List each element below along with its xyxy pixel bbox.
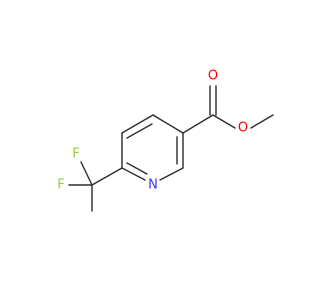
bond-c3-c4: [152, 114, 184, 134]
bonds: [68, 85, 274, 212]
bond-c2-c3: [121, 114, 154, 134]
atom-f-left: F: [57, 178, 64, 193]
bond-c1-cf2: [91, 167, 123, 186]
bond-carbonyl-c-ester-o: [212, 114, 236, 129]
bond-c2-c3-inner: [126, 123, 153, 139]
bond-cf2-f-upper: [80, 161, 93, 186]
atom-o-ester: O: [238, 121, 248, 136]
molecule-drawing: N O O F F: [57, 69, 274, 212]
atom-f-upper: F: [72, 147, 79, 162]
bond-n-c1-inner: [126, 162, 148, 175]
bond-ester-o-methyl: [250, 114, 274, 129]
atom-n: N: [148, 178, 158, 193]
bond-c4-carbonyl-c: [182, 114, 214, 134]
bond-c5-n: [159, 167, 184, 181]
bond-n-c1: [121, 167, 146, 181]
structure-canvas: N O O F F: [57, 69, 274, 212]
atom-labels: N O O F F: [57, 69, 248, 193]
atom-o-carbonyl: O: [208, 69, 218, 84]
